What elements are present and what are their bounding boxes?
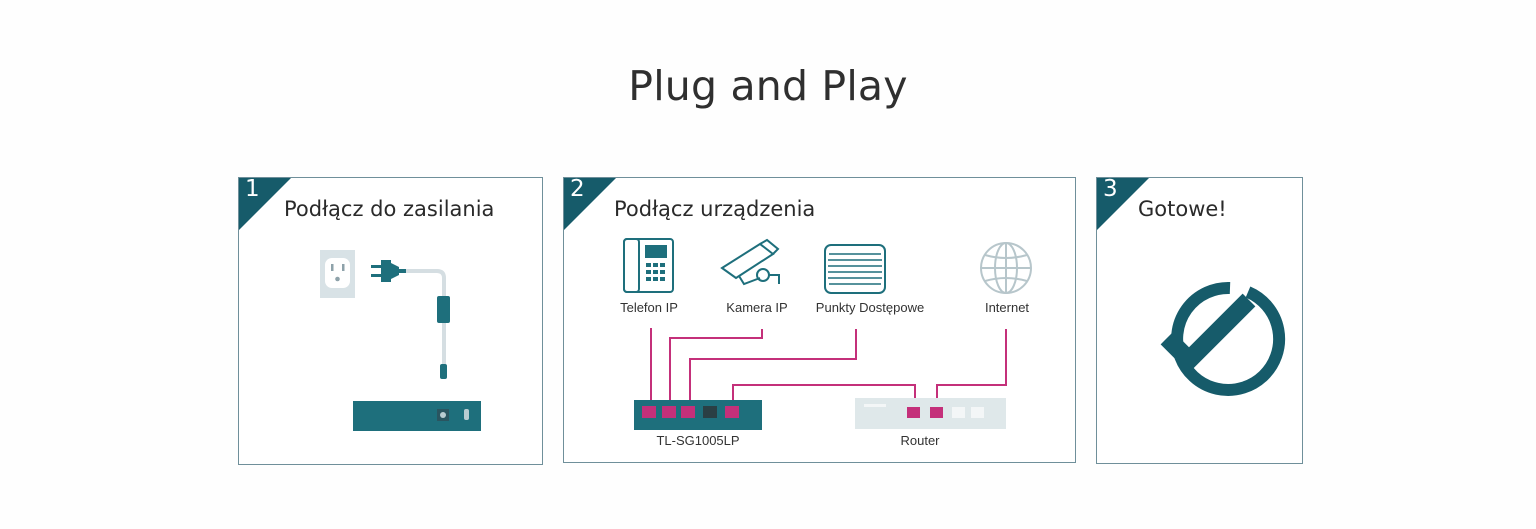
ip-phone-icon — [623, 238, 674, 293]
step-title: Gotowe! — [1138, 197, 1227, 221]
devices-diagram — [623, 238, 1032, 430]
device-label-internet: Internet — [984, 300, 1030, 315]
device-label-switch: TL-SG1005LP — [656, 433, 740, 448]
device-label-access-points: Punkty Dostępowe — [815, 300, 925, 315]
security-camera-icon — [720, 238, 780, 286]
step-title: Podłącz do zasilania — [284, 197, 495, 221]
power-adapter — [437, 296, 450, 323]
step-corner-badge — [1097, 178, 1149, 230]
power-diagram — [320, 250, 481, 431]
step-card-done: 3 Gotowe! — [1096, 177, 1303, 464]
device-label-phone: Telefon IP — [620, 300, 678, 315]
step-title: Podłącz urządzenia — [614, 197, 816, 221]
step-number: 1 — [245, 177, 260, 202]
access-point-icon — [824, 244, 886, 294]
network-cables — [650, 328, 1007, 404]
checkmark-circle-icon — [1160, 281, 1286, 396]
globe-icon — [980, 242, 1032, 294]
step-card-power: 1 Podłącz do zasilania — [238, 177, 543, 465]
step-number: 2 — [570, 177, 585, 202]
wall-outlet-icon — [320, 250, 355, 298]
step-card-devices: 2 Podłącz urządzenia — [563, 177, 1076, 463]
device-label-router: Router — [900, 433, 940, 448]
power-plug-icon — [371, 260, 406, 282]
dc-connector — [440, 364, 447, 379]
device-label-camera: Kamera IP — [726, 300, 788, 315]
router-device — [855, 398, 1006, 429]
step-corner-badge — [564, 178, 616, 230]
step-number: 3 — [1103, 177, 1118, 202]
switch-device — [353, 401, 481, 431]
step-corner-badge — [239, 178, 291, 230]
power-cable — [406, 269, 446, 296]
page-title: Plug and Play — [628, 62, 908, 110]
switch-device — [634, 400, 762, 430]
